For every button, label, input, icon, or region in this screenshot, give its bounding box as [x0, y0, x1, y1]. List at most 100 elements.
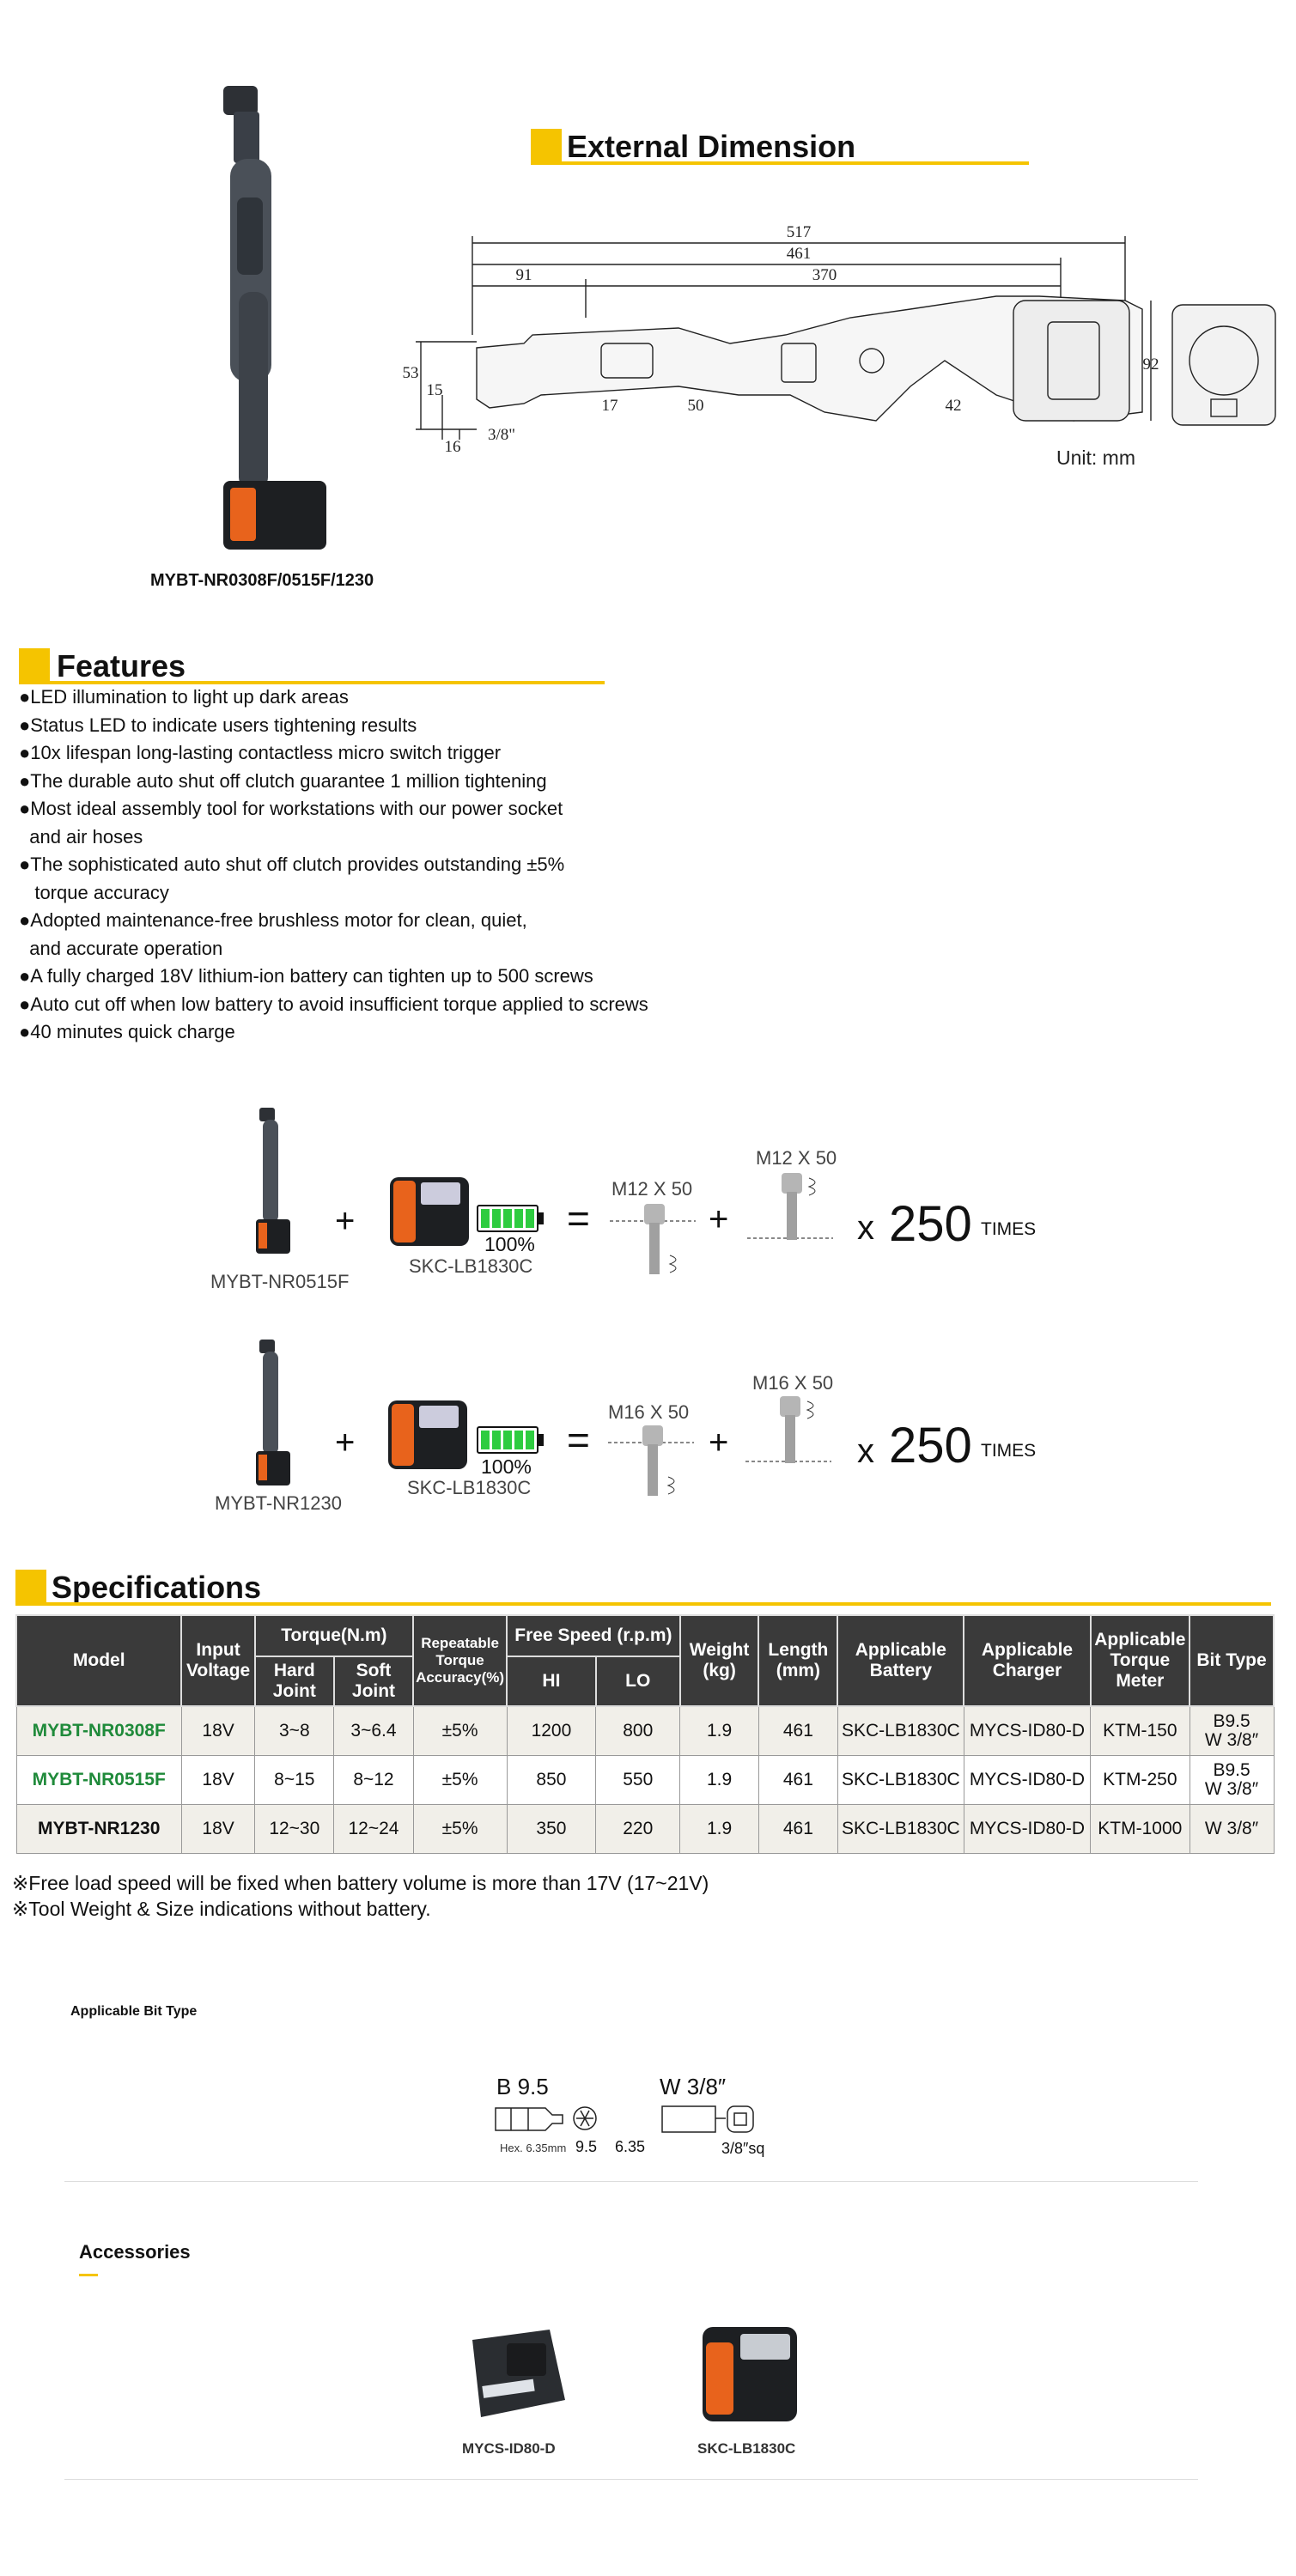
col-meter: Applicable Torque Meter [1089, 1614, 1191, 1707]
unit-label: Unit: mm [1056, 447, 1135, 469]
dim-42: 42 [946, 397, 962, 415]
dim-517: 517 [787, 223, 812, 241]
feature-item: ●The sophisticated auto shut off clutch … [19, 854, 565, 875]
col-charger: Applicable Charger [963, 1614, 1092, 1707]
battery-label: SKC-LB1830C [407, 1477, 532, 1498]
bit-hex-label: Hex. 6.35mm [500, 2142, 567, 2154]
battery-image [703, 2327, 797, 2421]
cell-model: MYBT-NR1230 [15, 1804, 182, 1854]
cell-charger: MYCS-ID80-D [963, 1705, 1092, 1756]
cell-hi: 350 [506, 1804, 597, 1854]
dim-461: 461 [787, 245, 812, 263]
cell-soft: 8~12 [333, 1755, 414, 1805]
features-list: ●LED illumination to light up dark areas… [19, 683, 723, 1047]
cell-hi: 850 [506, 1755, 597, 1805]
col-speed: Free Speed (r.p.m) [506, 1614, 681, 1657]
charge-percent: 100% [481, 1455, 532, 1478]
accessories-underline [79, 2274, 98, 2276]
feature-item: ●Auto cut off when low battery to avoid … [19, 993, 648, 1015]
col-battery: Applicable Battery [837, 1614, 965, 1707]
col-soft: Soft Joint [332, 1656, 415, 1707]
cell-repeat: ±5% [412, 1804, 508, 1854]
cell-lo: 550 [595, 1755, 681, 1805]
accessory-label-charger: MYCS-ID80-D [462, 2440, 556, 2457]
col-bit: Bit Type [1189, 1614, 1275, 1707]
cell-soft: 12~24 [333, 1804, 414, 1854]
cell-repeat: ±5% [412, 1755, 508, 1805]
battery-label: SKC-LB1830C [409, 1255, 533, 1277]
feature-item: ●40 minutes quick charge [19, 1021, 235, 1042]
dim-53: 53 [403, 364, 419, 382]
charge-level-icon [477, 1205, 544, 1232]
cell-model: MYBT-NR0515F [15, 1755, 182, 1805]
bit-635-label: 6.35 [615, 2138, 646, 2155]
cell-lo: 220 [595, 1804, 681, 1854]
feature-item: ●A fully charged 18V lithium-ion battery… [19, 965, 593, 987]
dim-15: 15 [427, 381, 443, 399]
feature-item: ●10x lifespan long-lasting contactless m… [19, 742, 502, 763]
cell-voltage: 18V [180, 1804, 256, 1854]
table-row: MYBT-NR0308F 18V 3~8 3~6.4 ±5% 1200 800 … [15, 1705, 1275, 1756]
cell-soft: 3~6.4 [333, 1705, 414, 1756]
cell-charger: MYCS-ID80-D [963, 1804, 1092, 1854]
cell-battery: SKC-LB1830C [837, 1755, 964, 1805]
table-row: MYBT-NR0515F 18V 8~15 8~12 ±5% 850 550 1… [15, 1755, 1275, 1805]
accessories-title: Accessories [79, 2241, 191, 2263]
cell-meter: KTM-250 [1090, 1755, 1190, 1805]
times-x: x [857, 1209, 874, 1247]
product-photo [223, 86, 326, 550]
col-repeat: Repeatable Torque Accuracy(%) [412, 1614, 508, 1707]
dim-92: 92 [1143, 355, 1159, 374]
capacity-row-2: MYBT-NR1230 + 100% SKC-LB1830C = M16 X 5… [0, 1322, 1296, 1537]
plus-sign: + [709, 1424, 729, 1461]
cell-repeat: ±5% [412, 1705, 508, 1756]
col-model: Model [15, 1614, 183, 1707]
feature-item: ●Most ideal assembly tool for workstatio… [19, 798, 563, 819]
capacity-row-1: MYBT-NR0515F + 100% SKC-LB1830C = M12 X … [0, 1099, 1296, 1314]
dim-17: 17 [602, 397, 618, 415]
screw-label-a: M16 X 50 [608, 1401, 690, 1423]
tool-label: MYBT-NR1230 [215, 1492, 342, 1514]
spec-note-1: ※Free load speed will be fixed when batt… [12, 1872, 709, 1894]
bit-type-title: Applicable Bit Type [70, 2004, 198, 2019]
screw-icon-b [745, 1396, 831, 1463]
feature-item: ●Status LED to indicate users tightening… [19, 714, 417, 736]
cell-bit: W 3/8″ [1189, 1804, 1275, 1854]
feature-item: ●Adopted maintenance-free brushless moto… [19, 909, 527, 931]
accessory-label-battery: SKC-LB1830C [697, 2440, 796, 2457]
cell-meter: KTM-150 [1090, 1705, 1190, 1756]
cell-hard: 12~30 [254, 1804, 335, 1854]
charge-level-icon [477, 1426, 544, 1454]
feature-item: and accurate operation [19, 937, 223, 959]
cell-model: MYBT-NR0308F [15, 1705, 182, 1756]
col-torque: Torque(N.m) [253, 1614, 415, 1657]
cell-battery: SKC-LB1830C [837, 1705, 964, 1756]
plus-sign: + [335, 1424, 356, 1461]
bit-drawing [495, 2105, 754, 2133]
spec-note-2: ※Tool Weight & Size indications without … [12, 1898, 431, 1920]
col-length: Length (mm) [758, 1614, 839, 1707]
feature-item: ●LED illumination to light up dark areas [19, 686, 349, 708]
times-label: TIMES [981, 1441, 1037, 1461]
bit-w-label: W 3/8″ [660, 2074, 727, 2099]
cell-length: 461 [758, 1804, 838, 1854]
tool-icon [256, 1340, 290, 1485]
col-weight: Weight (kg) [678, 1614, 760, 1707]
cell-battery: SKC-LB1830C [837, 1804, 964, 1854]
times-count: 250 [889, 1196, 972, 1252]
times-x: x [857, 1432, 874, 1470]
cell-weight: 1.9 [679, 1804, 759, 1854]
dim-3-8: 3/8" [488, 426, 515, 444]
cell-length: 461 [758, 1755, 838, 1805]
screw-icon-a [608, 1425, 694, 1496]
dim-50: 50 [688, 397, 704, 415]
cell-length: 461 [758, 1705, 838, 1756]
table-row: MYBT-NR1230 18V 12~30 12~24 ±5% 350 220 … [15, 1804, 1275, 1854]
cell-weight: 1.9 [679, 1705, 759, 1756]
plus-sign: + [335, 1202, 356, 1240]
tool-label: MYBT-NR0515F [210, 1271, 350, 1292]
cell-voltage: 18V [180, 1705, 256, 1756]
charge-percent: 100% [484, 1233, 535, 1255]
